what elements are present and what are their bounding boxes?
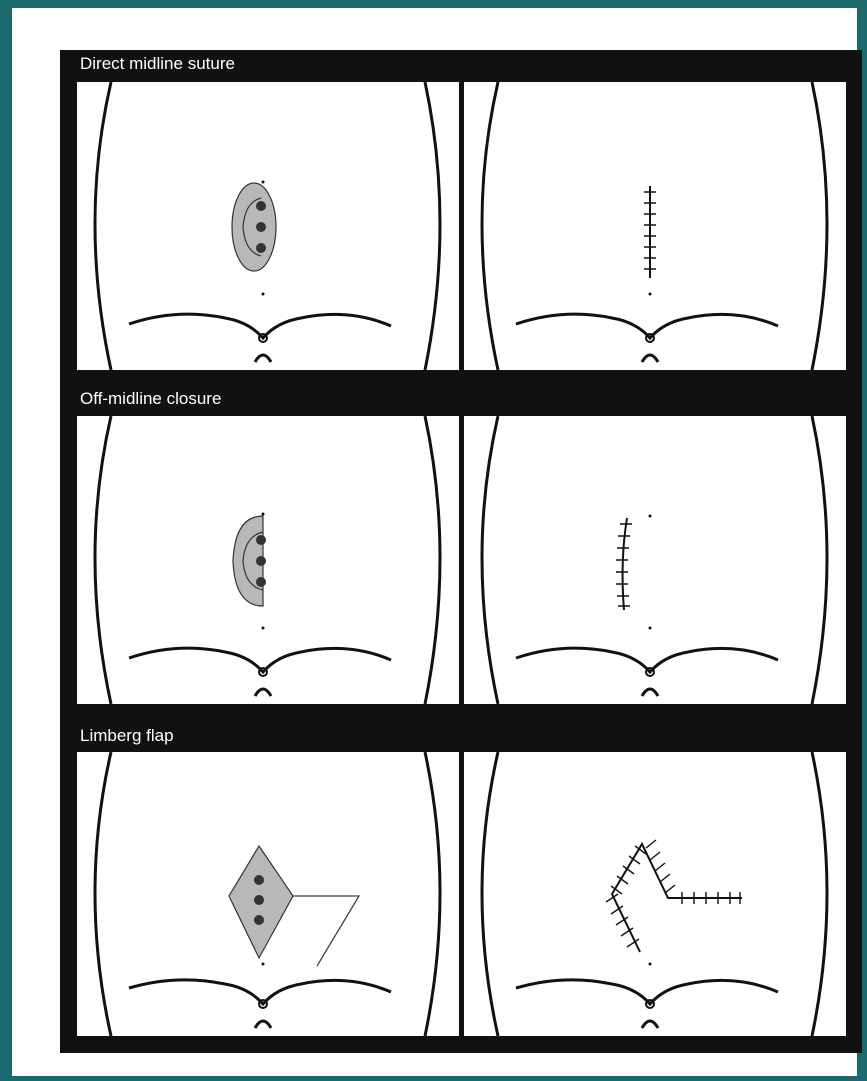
diagram-limberg-after — [464, 752, 846, 1036]
figure-panel: Direct midline suture — [60, 50, 862, 1053]
midline-suture-line — [644, 186, 656, 278]
flap-outline — [293, 896, 359, 966]
pilonidal-lesion — [232, 183, 276, 271]
diagram-direct-before — [77, 82, 459, 370]
slide-frame: Direct midline suture — [12, 8, 857, 1076]
off-midline-suture-line — [616, 518, 632, 610]
diagram-offmidline-before — [77, 416, 459, 704]
pilonidal-lesion — [233, 516, 266, 606]
section-label-limberg-flap: Limberg flap — [80, 726, 174, 746]
limberg-suture-line — [606, 840, 742, 952]
diagram-direct-after — [464, 82, 846, 370]
section-label-off-midline-closure: Off-midline closure — [80, 389, 221, 409]
rhomboid-excision — [229, 846, 293, 958]
diagram-limberg-before — [77, 752, 459, 1036]
diagram-offmidline-after — [464, 416, 846, 704]
section-label-direct-midline-suture: Direct midline suture — [80, 54, 235, 74]
